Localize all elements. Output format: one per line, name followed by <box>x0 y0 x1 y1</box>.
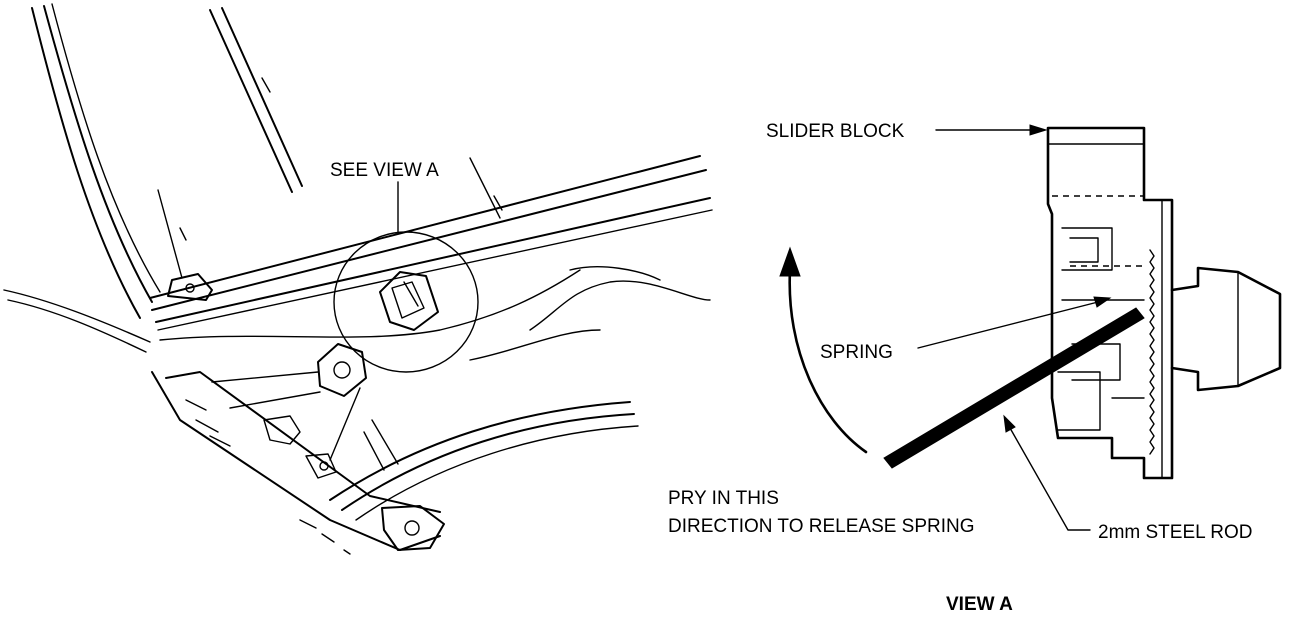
arm-tab-hole <box>319 461 329 471</box>
linkage-4 <box>371 419 399 465</box>
door-sweep-line-2 <box>7 299 147 353</box>
spring-label: SPRING <box>820 342 893 363</box>
left-bracket-stem <box>157 189 183 279</box>
bottom-dash-3 <box>343 549 351 555</box>
slider-block-body <box>1046 126 1174 480</box>
frame-edge-line <box>51 3 161 293</box>
spring-leader-arrow <box>1093 296 1112 308</box>
rail-top-4 <box>157 209 713 331</box>
door-sweep-line <box>3 289 151 343</box>
steel-rod-label: 2mm STEEL ROD <box>1098 522 1253 543</box>
panel-curve-1 <box>159 269 581 341</box>
slider-block-small-detail-2 <box>403 281 419 307</box>
arm-rib-2 <box>195 419 219 433</box>
arm-end <box>381 505 445 551</box>
spring-leader <box>917 301 1099 349</box>
rail-top-3 <box>155 197 711 323</box>
left-bracket <box>167 273 213 301</box>
steel-rod-leader-arrow <box>1003 414 1016 433</box>
rail-top-1 <box>149 155 701 299</box>
bottom-dash-2 <box>321 533 335 543</box>
lower-rail-1 <box>329 401 631 501</box>
linkage-5 <box>363 431 385 471</box>
steel-rod <box>883 307 1145 469</box>
pry-direction-line1: PRY IN THIS <box>668 488 779 509</box>
left-bracket-stem-2 <box>179 227 187 241</box>
bottom-dash-1 <box>299 519 317 529</box>
pry-arrow-curve <box>788 268 868 454</box>
view-a-callout-circle <box>333 231 479 373</box>
arm-tab-2 <box>305 453 337 479</box>
left-bracket-hole <box>185 283 195 293</box>
arm-bottom-edge <box>151 371 441 551</box>
slider-block-inner-5 <box>1057 371 1101 431</box>
glass-mark <box>261 77 271 93</box>
steel-rod-leader <box>1009 427 1091 531</box>
arm-rib-3 <box>209 435 231 447</box>
rail-top-2 <box>151 169 707 311</box>
panel-curve-3 <box>469 329 601 361</box>
pry-arrow-head <box>779 246 801 277</box>
panel-curve-2 <box>529 280 711 331</box>
slider-block-leader-arrow <box>1029 124 1048 136</box>
linkage-2 <box>229 391 321 409</box>
slider-block-small-detail <box>391 281 425 319</box>
square-nut-hole <box>333 361 351 379</box>
slider-block-label: SLIDER BLOCK <box>766 121 905 142</box>
arm-top-edge <box>165 371 441 513</box>
glass-edge-1 <box>209 9 293 193</box>
frame-inner-curve <box>43 5 153 303</box>
arm-end-hole <box>404 520 420 536</box>
lower-rail-3 <box>355 425 639 521</box>
fastener-clip <box>1170 266 1282 392</box>
slider-block-inner-1 <box>1061 227 1113 271</box>
lower-rail-2 <box>341 413 635 511</box>
arm-tab <box>263 415 301 445</box>
view-a-detail <box>779 124 1282 531</box>
frame-outer-curve <box>31 7 141 319</box>
rail-mark-2 <box>493 195 503 211</box>
door-frame-assembly <box>3 3 713 555</box>
rail-mark <box>469 157 501 219</box>
pry-direction-line2: DIRECTION TO RELEASE SPRING <box>668 516 975 537</box>
view-a-title: VIEW A <box>946 594 1013 614</box>
see-view-a-label: SEE VIEW A <box>330 160 439 181</box>
panel-curve-4 <box>569 266 661 281</box>
linkage-1 <box>211 371 319 383</box>
arm-rib-1 <box>185 399 207 411</box>
square-nut-bracket <box>317 343 367 397</box>
slider-block-small <box>379 271 439 331</box>
linkage-3 <box>329 387 361 461</box>
slider-block-inner-2 <box>1069 237 1099 263</box>
serrated-edge <box>1149 249 1155 455</box>
glass-edge-2 <box>221 7 303 187</box>
